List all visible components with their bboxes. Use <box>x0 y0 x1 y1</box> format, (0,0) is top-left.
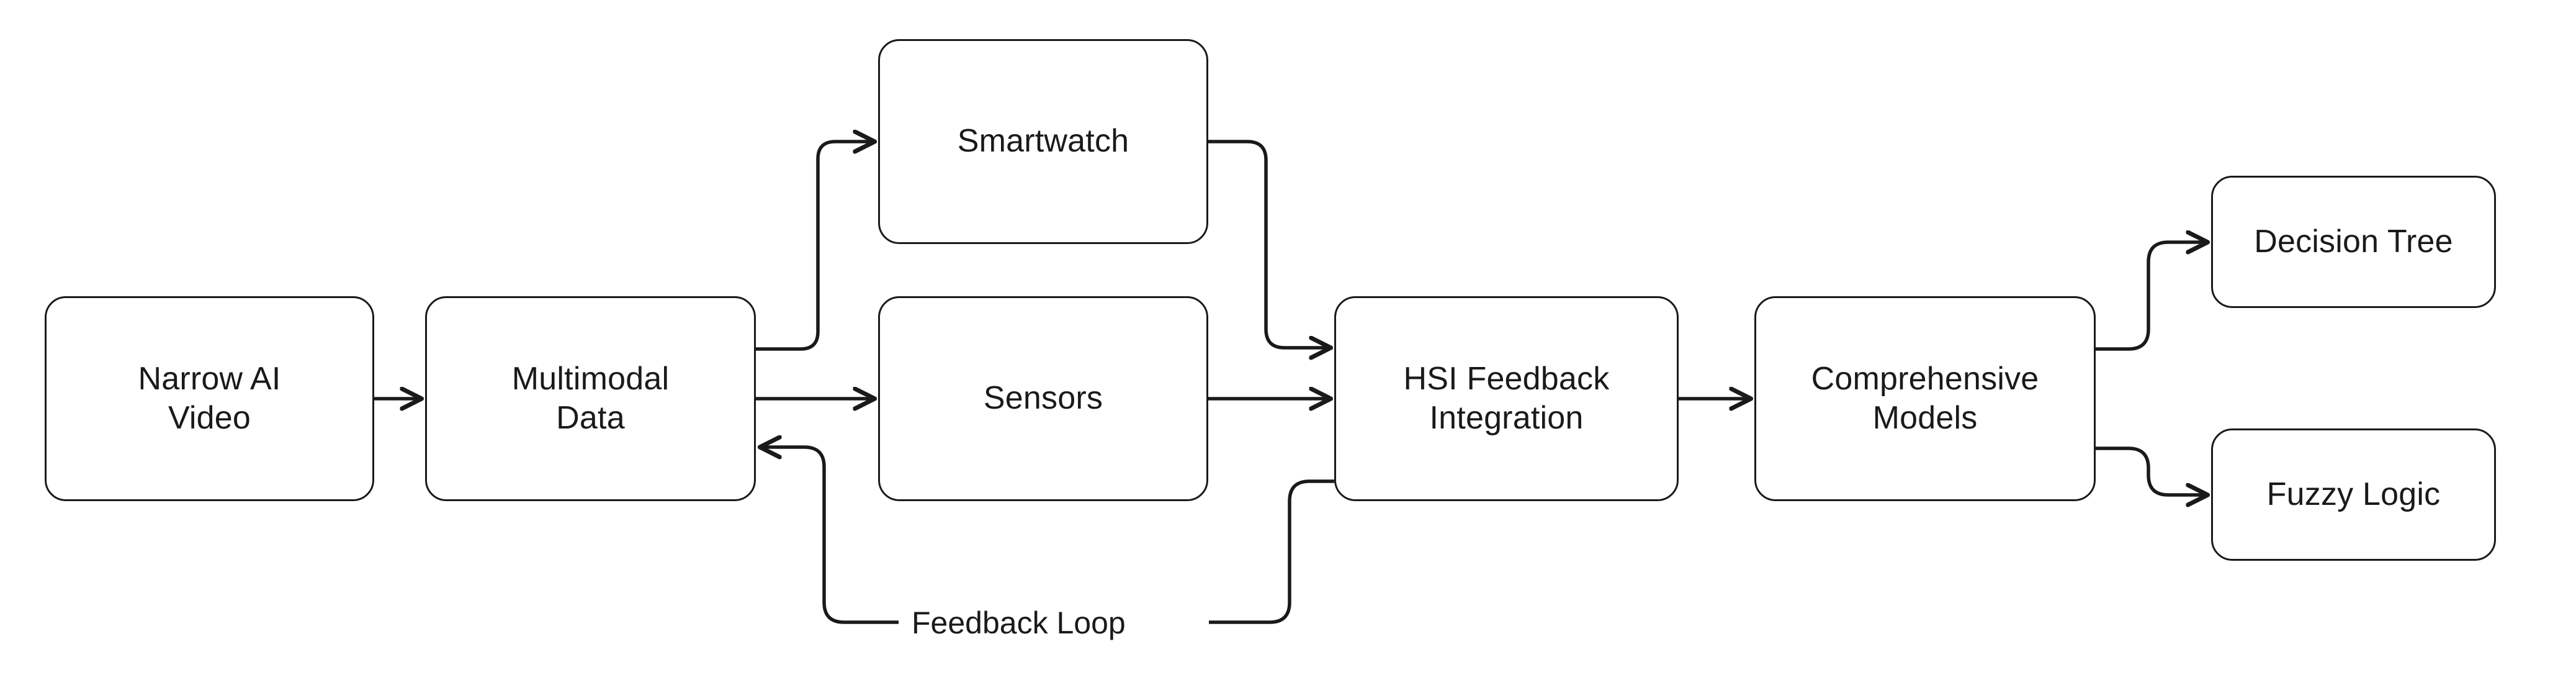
node-label-multimodal-data: Multimodal Data <box>511 360 670 436</box>
node-multimodal-data[interactable]: Multimodal Data <box>425 296 756 501</box>
node-label-hsi-feedback-integration: HSI Feedback Integration <box>1403 360 1610 436</box>
node-label-fuzzy-logic: Fuzzy Logic <box>2266 476 2441 512</box>
edge-feedback-loop-right <box>1209 479 1334 624</box>
edge-multimodal-to-smartwatch <box>756 142 874 351</box>
node-label-sensors: Sensors <box>983 380 1103 417</box>
edge-feedback-loop-left <box>761 447 899 624</box>
node-comprehensive-models[interactable]: Comprehensive Models <box>1754 296 2096 501</box>
node-decision-tree[interactable]: Decision Tree <box>2211 176 2496 308</box>
edge-comprehensive-to-decision <box>2096 242 2207 351</box>
node-smartwatch[interactable]: Smartwatch <box>878 39 1208 244</box>
node-hsi-feedback-integration[interactable]: HSI Feedback Integration <box>1334 296 1679 501</box>
node-narrow-ai-video[interactable]: Narrow AI Video <box>45 296 374 501</box>
edge-smartwatch-to-hsi <box>1208 140 1330 348</box>
node-label-decision-tree: Decision Tree <box>2254 223 2453 260</box>
node-label-comprehensive-models: Comprehensive Models <box>1811 360 2039 436</box>
edge-comprehensive-to-fuzzy <box>2096 446 2207 495</box>
node-label-narrow-ai-video: Narrow AI Video <box>138 360 281 436</box>
node-fuzzy-logic[interactable]: Fuzzy Logic <box>2211 428 2496 561</box>
node-sensors[interactable]: Sensors <box>878 296 1208 501</box>
edge-label-feedback-loop: Feedback Loop <box>903 607 1134 638</box>
node-label-smartwatch: Smartwatch <box>957 123 1129 160</box>
